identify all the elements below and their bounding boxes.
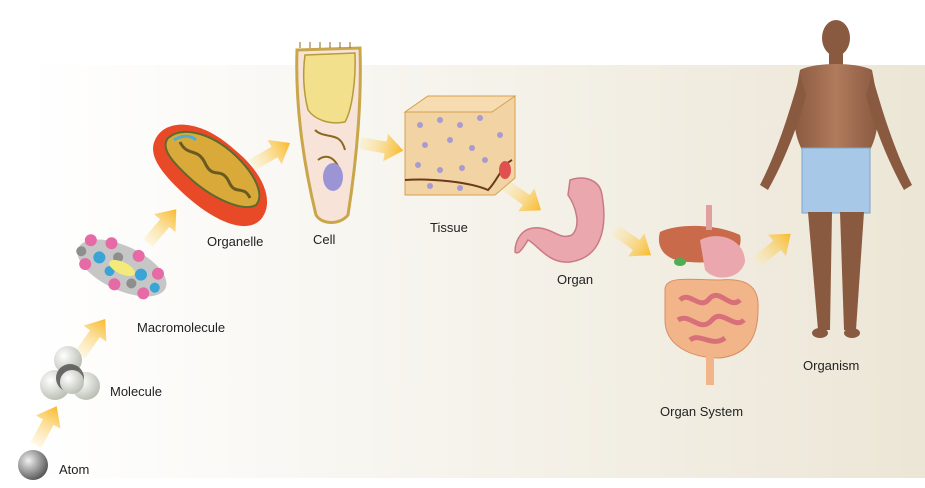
organelle-icon bbox=[153, 124, 268, 227]
arrow-organ-system bbox=[606, 218, 660, 267]
arrow-atom-molecule bbox=[23, 399, 70, 452]
tissue-icon bbox=[403, 95, 517, 196]
label-organ: Organ bbox=[557, 272, 594, 287]
organ-system-icon bbox=[658, 205, 759, 385]
label-molecule: Molecule bbox=[110, 384, 163, 399]
atom-icon bbox=[18, 450, 48, 480]
label-atom: Atom bbox=[59, 462, 90, 477]
macromolecule-icon bbox=[76, 234, 167, 300]
arrow-cell-tissue bbox=[357, 129, 406, 165]
molecule-icon bbox=[40, 346, 100, 400]
label-cell: Cell bbox=[313, 232, 336, 247]
organ-icon bbox=[514, 177, 605, 263]
label-macromolecule: Macromolecule bbox=[137, 320, 226, 335]
label-organ-system: Organ System bbox=[660, 404, 744, 419]
cell-icon bbox=[295, 42, 362, 224]
label-organelle: Organelle bbox=[207, 234, 264, 249]
organism-icon bbox=[760, 20, 912, 338]
label-tissue: Tissue bbox=[430, 220, 468, 235]
arrow-system-organism bbox=[748, 222, 800, 273]
arrow-macromolecule-organelle bbox=[137, 200, 188, 252]
label-organism: Organism bbox=[803, 358, 860, 373]
